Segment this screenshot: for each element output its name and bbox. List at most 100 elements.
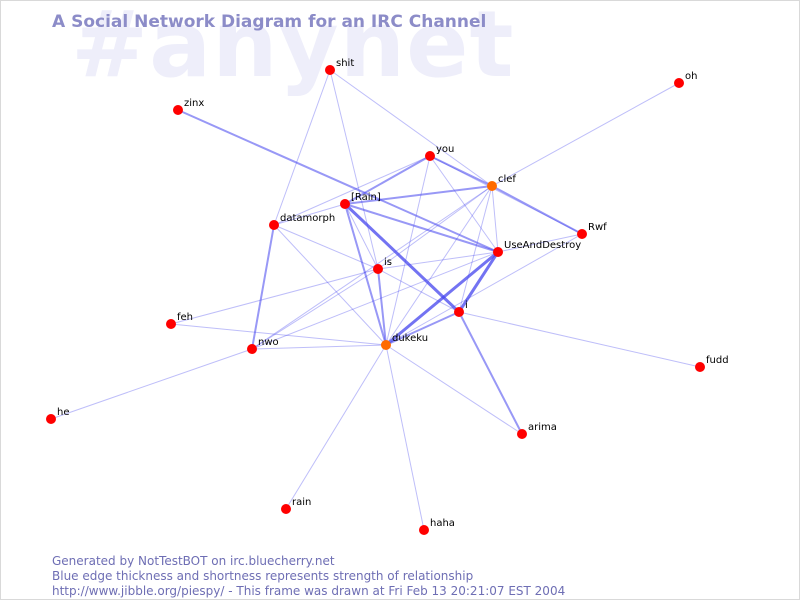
edge-layer (50, 69, 701, 531)
node-arima[interactable]: arima (517, 422, 557, 439)
edge-rain-i (343, 202, 461, 314)
node-dot-rain[interactable] (340, 199, 350, 209)
node-label-oh: oh (685, 71, 697, 82)
node-datamorph[interactable]: datamorph (269, 213, 335, 230)
edge-is-i (377, 268, 460, 313)
node-label-useanddestroy: UseAndDestroy (504, 240, 581, 251)
edge-rain-is (344, 203, 379, 270)
edge-oh-clef (491, 82, 680, 187)
node-dot-he[interactable] (46, 414, 56, 424)
node-label-fudd: fudd (706, 355, 729, 366)
node-rwf[interactable]: Rwf (577, 222, 607, 239)
node-dot-i[interactable] (454, 307, 464, 317)
node-layer: shit oh zinx you clef [Rain] datamorphRwfUseAn… (46, 58, 729, 535)
edge-shit-datamorph (273, 69, 331, 226)
node-label-dukeku: dukeku (392, 333, 428, 344)
node-label-datamorph: datamorph (280, 213, 335, 224)
node-dot-nwo[interactable] (247, 344, 257, 354)
edge-rwf-dukeku (385, 233, 583, 346)
edge-clef-dukeku (385, 185, 493, 346)
edge-zinx-useanddestroy (177, 109, 499, 253)
node-label-feh: feh (177, 312, 193, 323)
edge-rain-useanddestroy (344, 203, 499, 253)
node-label-he: he (57, 407, 70, 418)
node-dot-is[interactable] (373, 264, 383, 274)
edge-dukeku-nwo (251, 344, 387, 350)
node-dot-fudd[interactable] (695, 362, 705, 372)
node-dot-rwf[interactable] (577, 229, 587, 239)
node-you[interactable]: you (425, 144, 454, 161)
edge-datamorph-dukeku (273, 224, 387, 346)
edge-nwo-he (50, 348, 253, 420)
node-dot-useanddestroy[interactable] (493, 247, 503, 257)
node-dot-feh[interactable] (166, 319, 176, 329)
footer-legend-note: Blue edge thickness and shortness repres… (52, 569, 474, 583)
node-dot-zinx[interactable] (173, 105, 183, 115)
edge-clef-i (458, 185, 493, 313)
node-label-haha: haha (430, 518, 455, 529)
edge-datamorph-nwo (251, 224, 275, 350)
edge-clef-rwf (491, 185, 583, 235)
node-dot-shit[interactable] (325, 65, 335, 75)
edge-you-dukeku (385, 155, 431, 346)
edge-you-clef (429, 155, 493, 187)
node-label-rwf: Rwf (588, 222, 607, 233)
edge-clef-nwo (251, 185, 493, 350)
node-dot-you[interactable] (425, 151, 435, 161)
node-zinx[interactable]: zinx (173, 98, 204, 115)
node-dot-oh[interactable] (674, 78, 684, 88)
edge-useanddestroy-nwo (251, 251, 499, 350)
edge-you-rain (344, 155, 431, 205)
footer-generated-by: Generated by NotTestBOT on irc.bluecherr… (52, 554, 335, 568)
edge-rain-dukeku (344, 203, 387, 346)
node-dot-arima[interactable] (517, 429, 527, 439)
node-dot-datamorph[interactable] (269, 220, 279, 230)
edge-rain-datamorph (273, 203, 346, 226)
edge-shit-is (329, 69, 379, 270)
node-clef[interactable]: clef (487, 174, 516, 191)
node-dukeku[interactable]: dukeku (381, 333, 428, 350)
node-shit[interactable]: shit (325, 58, 354, 75)
footer: Generated by NotTestBOT on irc.bluecherr… (52, 554, 565, 599)
edge-useanddestroy-dukeku (384, 250, 500, 347)
node-label-shit: shit (336, 58, 354, 69)
node-label-arima: arima (528, 422, 557, 433)
node-is[interactable]: is (373, 257, 392, 274)
edge-i-dukeku (385, 311, 460, 346)
node-he[interactable]: he (46, 407, 70, 424)
edge-dukeku-arima (385, 344, 523, 435)
node-label-is: is (384, 257, 392, 268)
edge-you-useanddestroy (429, 155, 499, 253)
edge-useanddestroy-i (457, 250, 500, 314)
node-feh[interactable]: feh (166, 312, 193, 329)
edge-rwf-useanddestroy (497, 233, 583, 253)
node-nwo[interactable]: nwo (247, 337, 279, 354)
node-i[interactable]: i (454, 300, 468, 317)
edge-shit-clef (329, 69, 493, 187)
edge-is-dukeku (377, 268, 387, 346)
node-haha[interactable]: haha (419, 518, 455, 535)
footer-source-link[interactable]: http://www.jibble.org/piespy/ - This fra… (52, 584, 566, 598)
node-oh[interactable]: oh (674, 71, 697, 88)
edge-is-nwo (251, 268, 379, 350)
edge-is-feh (170, 268, 379, 325)
node-label-you: you (436, 144, 454, 155)
node-useanddestroy[interactable]: UseAndDestroy (493, 240, 581, 257)
edge-datamorph-is (273, 224, 379, 270)
node-label-rain2: rain (292, 497, 311, 508)
node-dot-haha[interactable] (419, 525, 429, 535)
node-rain2[interactable]: rain (281, 497, 311, 514)
node-rain[interactable]: [Rain] (340, 192, 381, 209)
node-dot-dukeku[interactable] (381, 340, 391, 350)
node-dot-clef[interactable] (487, 181, 497, 191)
node-dot-rain2[interactable] (281, 504, 291, 514)
node-label-i: i (465, 300, 468, 311)
node-label-rain: [Rain] (351, 192, 381, 203)
edge-you-datamorph (273, 155, 431, 226)
edge-clef-useanddestroy (491, 185, 499, 253)
edge-dukeku-rain2 (285, 344, 387, 510)
node-label-clef: clef (498, 174, 516, 185)
diagram-title: A Social Network Diagram for an IRC Chan… (52, 12, 487, 32)
node-fudd[interactable]: fudd (695, 355, 729, 372)
